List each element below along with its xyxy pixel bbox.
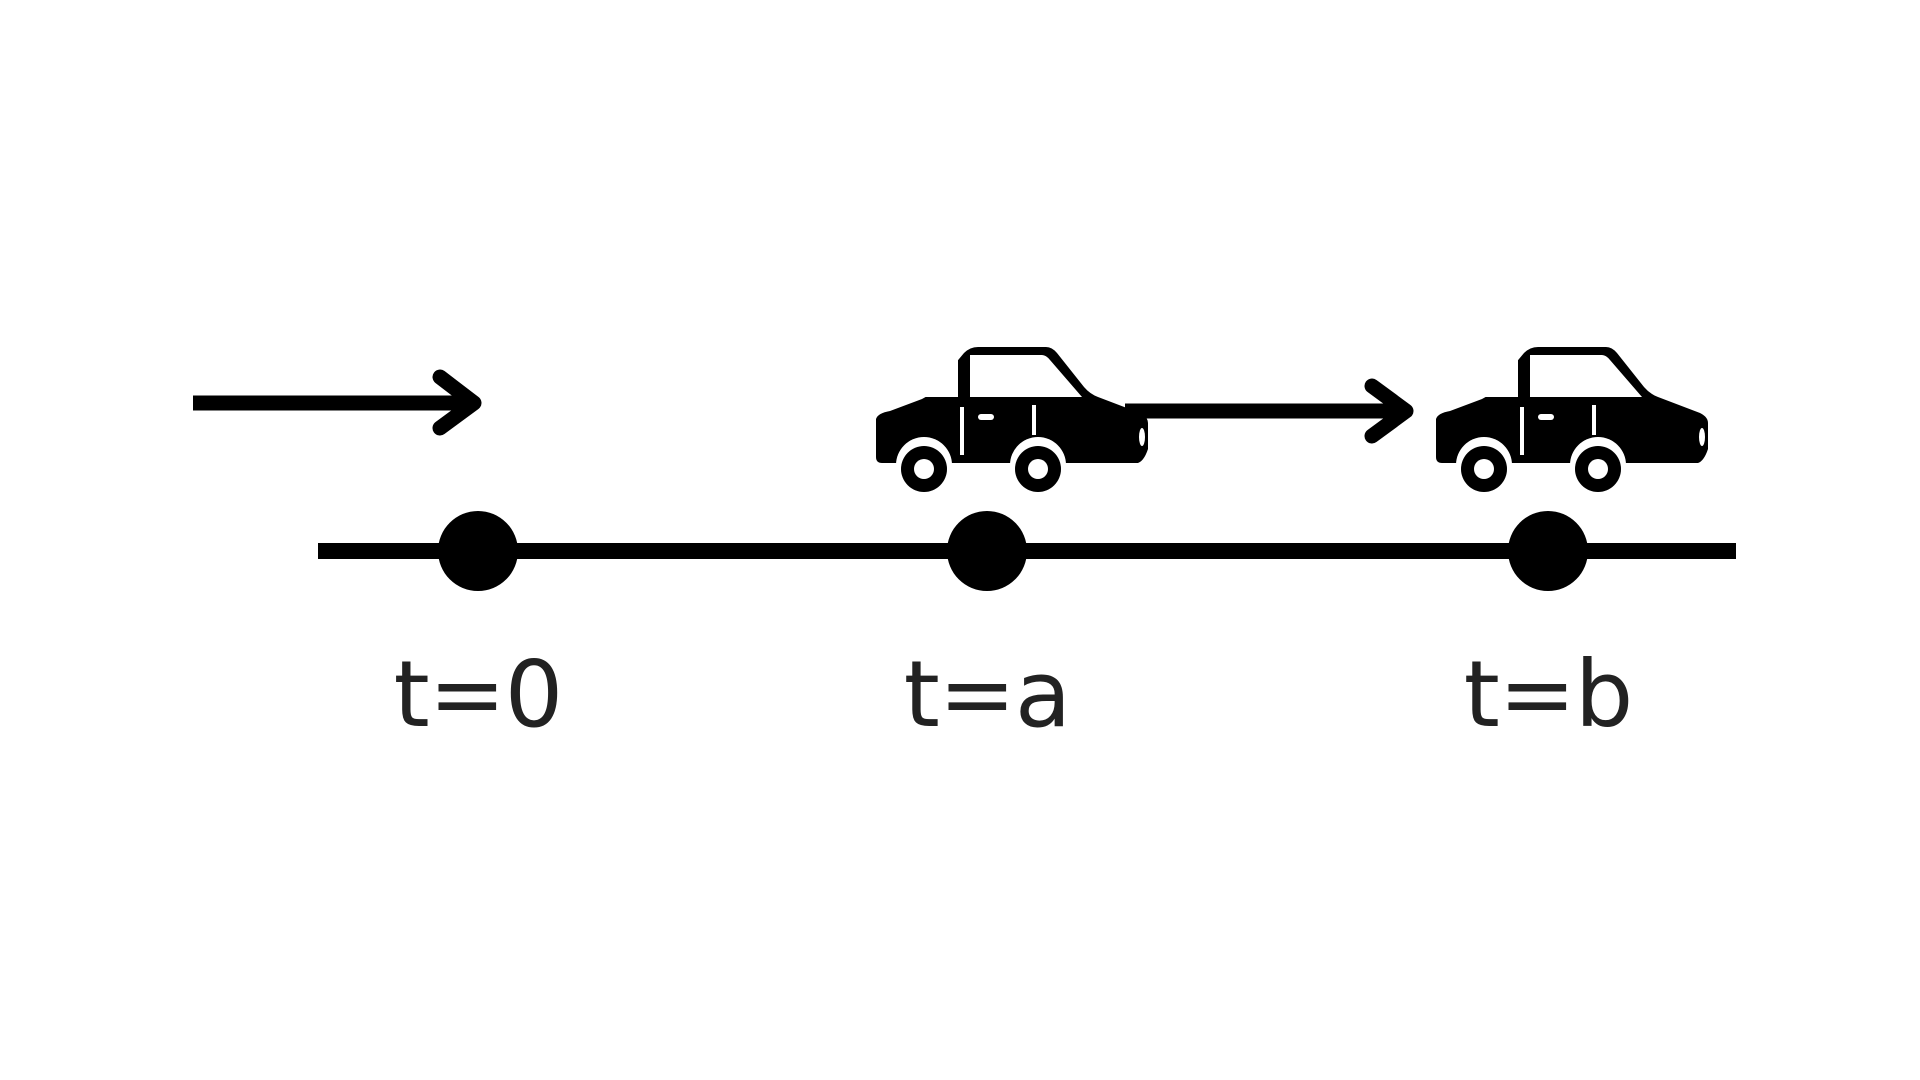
timeline-point-a xyxy=(947,511,1027,591)
timeline-point-0 xyxy=(438,511,518,591)
right-arrow-icon xyxy=(193,369,482,436)
car-icon xyxy=(1434,345,1710,494)
timeline-label-a: t=a xyxy=(903,641,1072,748)
timeline-point-b xyxy=(1508,511,1588,591)
car-icon xyxy=(874,345,1150,494)
right-arrow-icon xyxy=(1125,378,1414,444)
timeline-label-0: t=0 xyxy=(393,641,564,748)
timeline-label-b: t=b xyxy=(1463,641,1634,748)
